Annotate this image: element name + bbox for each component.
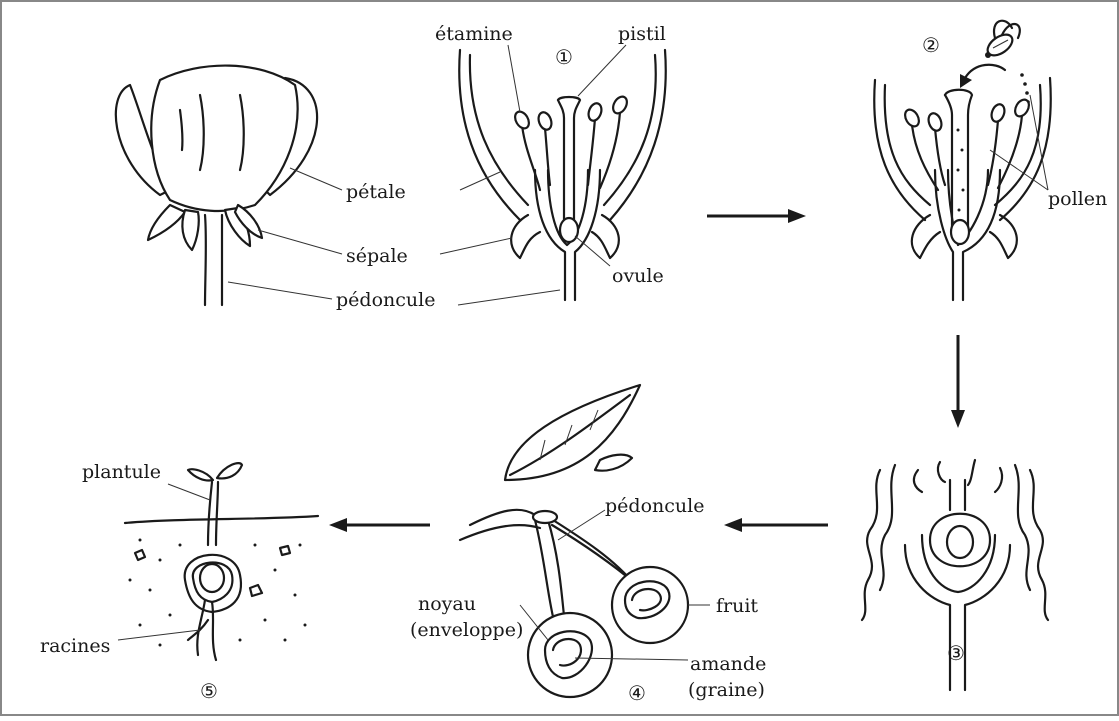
label-pistil: pistil xyxy=(618,23,666,45)
label-pedoncule-fruit: pédoncule xyxy=(605,495,704,517)
step-1: ① xyxy=(555,45,573,69)
step-2: ② xyxy=(922,33,940,57)
step-5: ⑤ xyxy=(200,679,218,703)
label-ovule: ovule xyxy=(612,265,664,287)
label-graine: (graine) xyxy=(688,679,765,701)
label-amande: amande xyxy=(690,653,766,675)
label-etamine: étamine xyxy=(435,23,513,45)
label-pedoncule-flower: pédoncule xyxy=(336,289,435,311)
label-petale: pétale xyxy=(346,181,406,203)
label-pollen: pollen xyxy=(1048,188,1107,210)
label-enveloppe: (enveloppe) xyxy=(410,619,523,641)
label-fruit: fruit xyxy=(716,595,758,617)
label-racines: racines xyxy=(40,635,110,657)
label-sepale: sépale xyxy=(346,245,408,267)
label-plantule: plantule xyxy=(82,461,161,483)
label-noyau: noyau xyxy=(418,593,476,615)
step-3: ③ xyxy=(947,641,965,665)
step-4: ④ xyxy=(628,681,646,705)
